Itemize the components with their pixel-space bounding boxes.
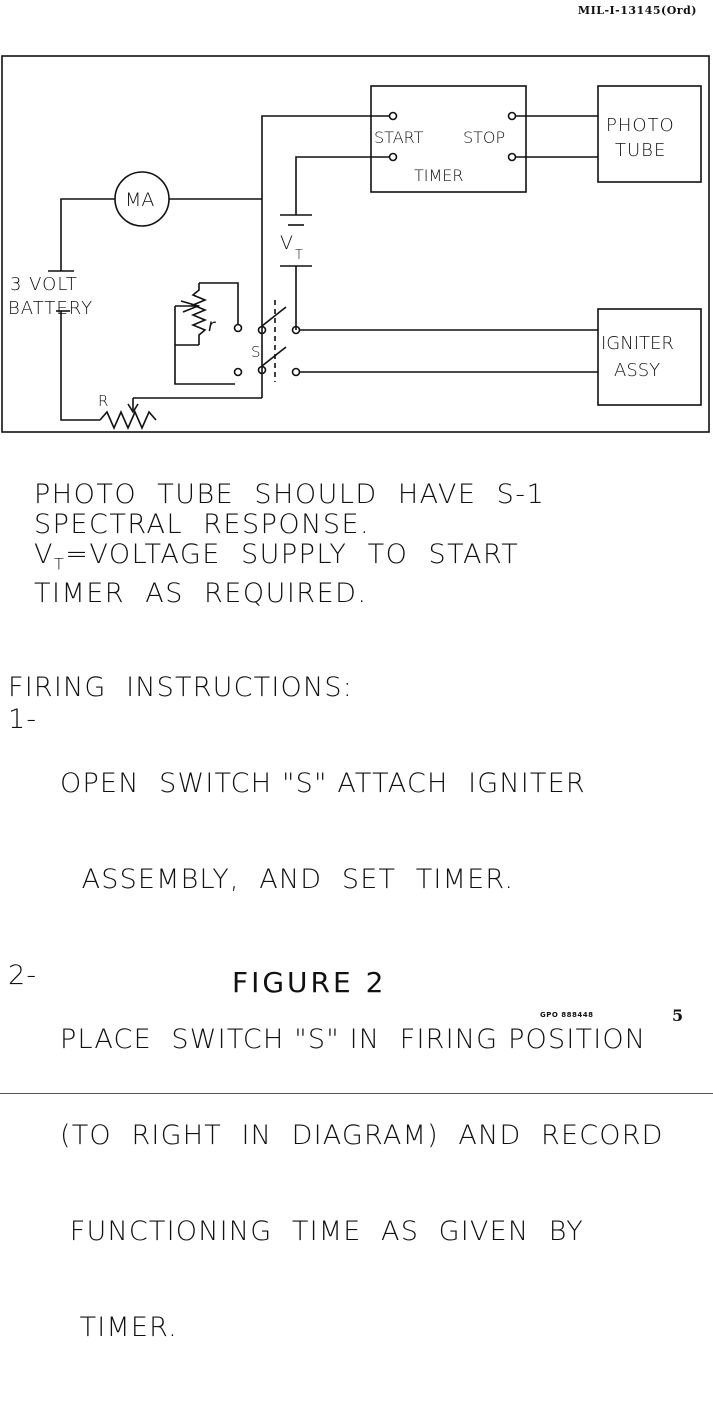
igniter-box [597,308,702,406]
igniter-label-1: IGNITER [601,333,674,354]
vt-definition: =VOLTAGE SUPPLY TO START [65,539,520,570]
vt-label: V [280,232,293,254]
step-line: PLACE SWITCH "S" IN FIRING POSITION [60,1024,647,1055]
timer-box [370,85,527,193]
vt-sub-label: T [295,248,303,263]
note-line-1: PHOTO TUBE SHOULD HAVE S-1 [34,479,546,510]
instruction-step-1: 1- OPEN SWITCH "S" ATTACH IGNITER ASSEMB… [8,704,664,960]
wiring-diagram: START STOP TIMER PHOTO TUBE MA V T 3 VOL… [1,55,710,433]
step-line: FUNCTIONING TIME AS GIVEN BY [60,1216,584,1247]
instructions-heading: FIRING INSTRUCTIONS: [8,672,354,703]
firing-instructions: FIRING INSTRUCTIONS: 1- OPEN SWITCH "S" … [8,672,664,1408]
battery-label-1: 3 VOLT [10,274,78,295]
diagram-frame [1,55,710,433]
note-line-4: TIMER AS REQUIRED. [34,578,368,610]
step-line: ASSEMBLY, AND SET TIMER. [62,864,515,895]
step-number: 1- [8,704,38,735]
battery-label-2: BATTERY [8,298,93,319]
timer-stop-label: STOP [463,128,505,147]
vt-symbol: V [34,539,54,570]
document-id: MIL-I-13145(Ord) [577,4,697,17]
step-line: (TO RIGHT IN DIAGRAM) AND RECORD [60,1120,664,1151]
timer-label: TIMER [414,166,464,185]
step-number: 2- [8,960,38,991]
bottom-rule [0,1093,713,1094]
notes-block: PHOTO TUBE SHOULD HAVE S-1 SPECTRAL RESP… [34,480,545,609]
step-line: OPEN SWITCH "S" ATTACH IGNITER [60,768,586,799]
igniter-label-2: ASSY [614,360,660,381]
ma-label: MA [125,189,154,211]
phototube-label-1: PHOTO [606,115,675,136]
step-line: TIMER. [60,1312,178,1343]
phototube-label-2: TUBE [615,140,666,161]
phototube-box [597,85,702,183]
note-line-2: SPECTRAL RESPONSE. [34,509,371,540]
instruction-step-2: 2- PLACE SWITCH "S" IN FIRING POSITION (… [8,960,664,1408]
note-line-3: VT=VOLTAGE SUPPLY TO START [34,540,545,579]
vt-subscript: T [53,554,66,574]
gpo-code: GPO 888448 [540,1011,594,1019]
rheostat-label: r [208,316,216,336]
page-number: 5 [672,1006,684,1025]
timer-start-label: START [374,128,424,147]
resistor-r-label: R [98,392,108,410]
figure-caption: FIGURE 2 [232,966,387,999]
switch-s-label: S [251,343,261,361]
